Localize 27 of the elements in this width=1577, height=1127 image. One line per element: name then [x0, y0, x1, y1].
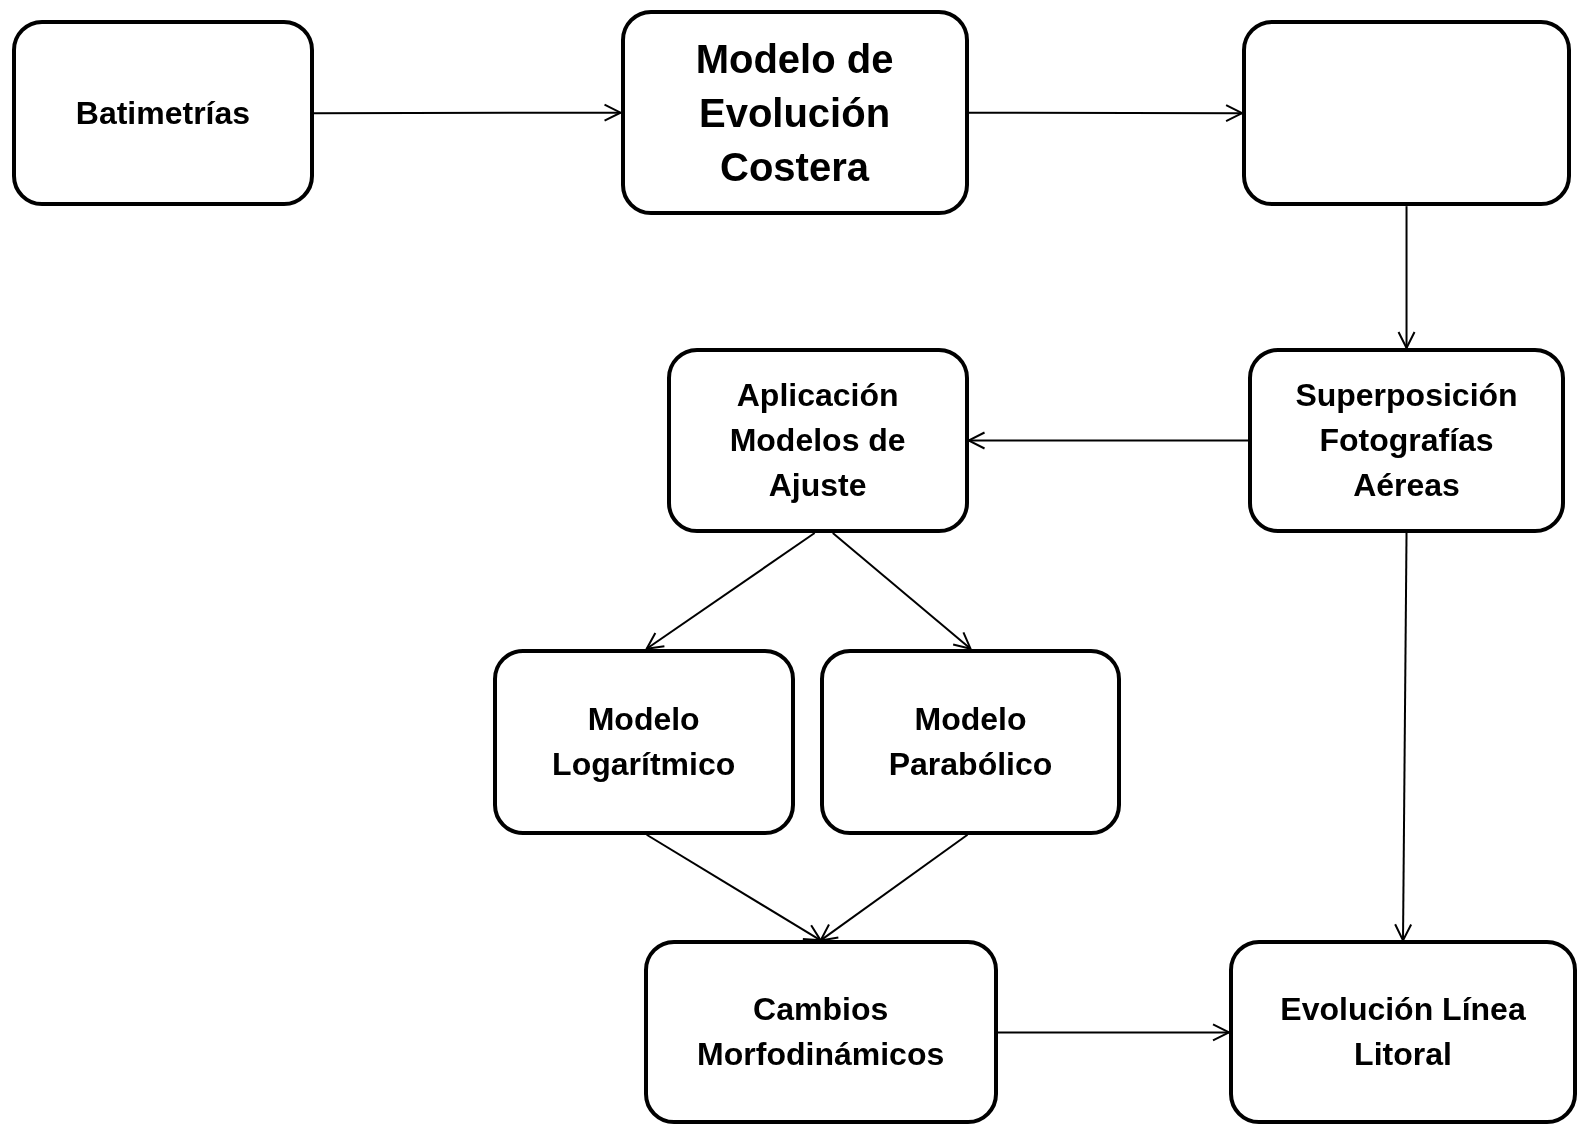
box-label: Modelo Parabólico [887, 699, 1054, 784]
arrow [967, 431, 1250, 450]
arrow [1394, 532, 1413, 942]
arrow [831, 532, 972, 650]
box-label: Modelo de Evolución Costera [694, 35, 895, 191]
box-label: Superposición Fotografías Aéreas [1294, 376, 1519, 505]
process-box [1229, 940, 1577, 1125]
arrow [1397, 205, 1416, 349]
box-label: Modelo Logarítmico [551, 699, 737, 784]
process-box [620, 10, 969, 216]
box-label: Cambios Morfodinámicos [696, 990, 946, 1075]
process-box [492, 648, 795, 835]
box-label: Evolución Línea Litoral [1279, 990, 1527, 1075]
process-box [666, 348, 969, 534]
arrow [967, 104, 1244, 123]
box-label: Batimetrías [74, 93, 252, 133]
arrow [645, 833, 822, 942]
process-box [12, 20, 314, 207]
process-box [819, 648, 1122, 835]
process-box [1248, 348, 1565, 534]
box-label: Aplicación Modelos de Ajuste [728, 376, 907, 505]
arrow [819, 833, 969, 942]
arrow [645, 532, 816, 650]
arrow [996, 1023, 1230, 1042]
arrow [312, 103, 622, 122]
empty-box [1242, 20, 1571, 207]
process-box [643, 940, 998, 1125]
